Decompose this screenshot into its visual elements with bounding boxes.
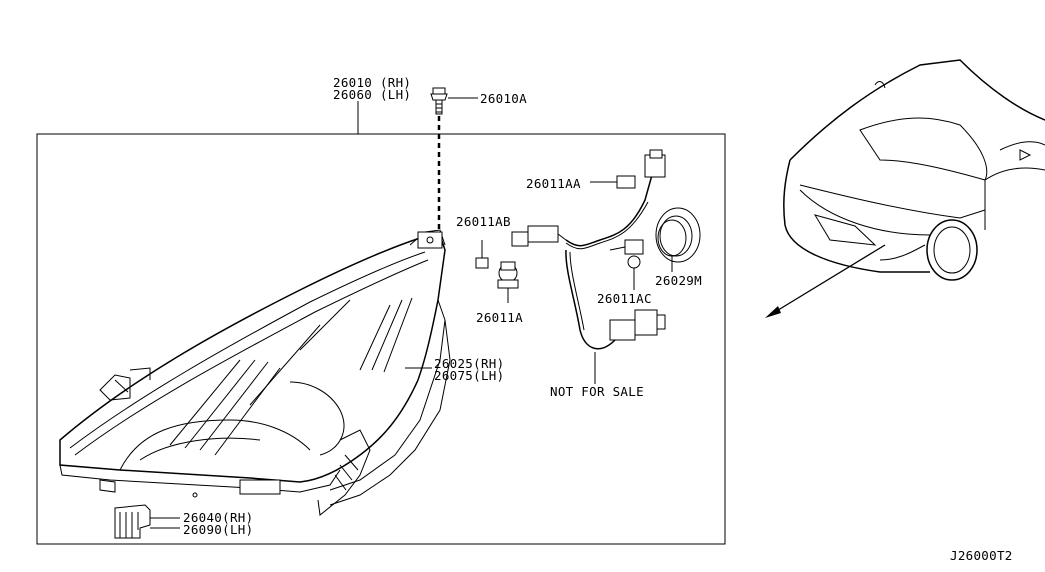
assembly-frame: [36, 133, 726, 545]
label-headlamp-lh: 26060 (LH): [333, 87, 411, 102]
label-socket-rh: 26040(RH): [183, 510, 253, 525]
label-housing-rh: 26025(RH): [434, 356, 504, 371]
label-bulb-ac: 26011AC: [597, 291, 652, 306]
label-not-for-sale: NOT FOR SALE: [550, 384, 644, 399]
label-socket-lh: 26090(LH): [183, 522, 253, 537]
headlamp-drawing: [59, 229, 451, 516]
car-drawing: [765, 59, 1045, 318]
label-bulb-aa: 26011AA: [526, 176, 581, 191]
bulbs-harness-drawing: [475, 149, 701, 384]
screw-part: [430, 87, 478, 232]
label-bulb-a: 26011A: [476, 310, 523, 325]
label-screw: 26010A: [480, 91, 527, 106]
socket-drawing: [114, 504, 180, 539]
label-cap: 26029M: [655, 273, 702, 288]
label-bulb-ab: 26011AB: [456, 214, 511, 229]
label-headlamp-rh: 26010 (RH): [333, 75, 411, 90]
diagram-code: J26000T2: [950, 548, 1013, 563]
label-housing-lh: 26075(LH): [434, 368, 504, 383]
